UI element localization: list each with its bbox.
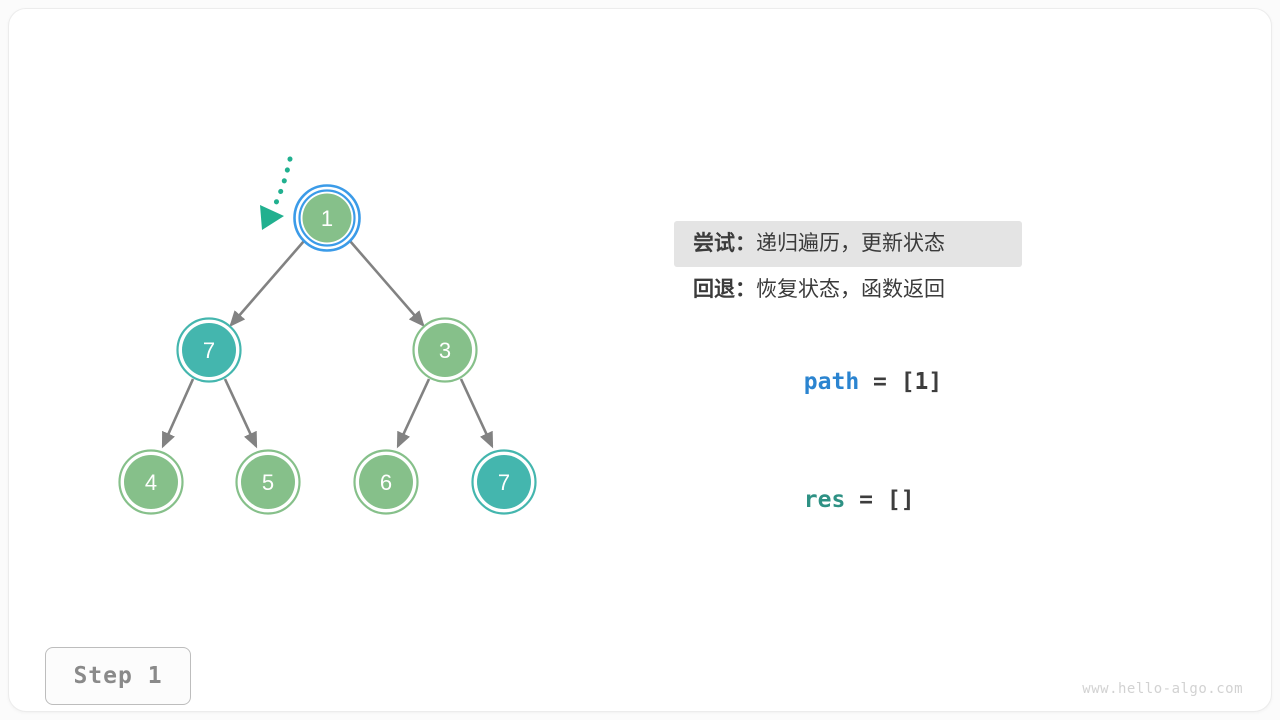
res-variable-name: res	[803, 487, 846, 513]
node-6-ring	[353, 449, 419, 515]
tree-node-7-left[interactable]: 7	[176, 317, 242, 383]
node-3-ring	[412, 317, 478, 383]
node-7-left-label: 7	[203, 338, 215, 363]
edge-3-6	[396, 378, 431, 449]
tree-node-4[interactable]: 4	[118, 449, 184, 515]
path-variable-line: path = [1]	[693, 313, 1213, 395]
node-6-fill	[359, 455, 413, 509]
edge-1-7	[229, 240, 305, 327]
node-1-outer-ring	[293, 184, 361, 252]
tree-node-5[interactable]: 5	[235, 449, 301, 515]
tree-node-1[interactable]: 1	[293, 184, 361, 252]
res-variable-line: res = []	[693, 431, 1213, 513]
tree-edges	[161, 240, 494, 449]
node-5-label: 5	[262, 470, 274, 495]
node-7-left-ring	[176, 317, 242, 383]
node-5-ring	[235, 449, 301, 515]
watermark-text: www.hello-algo.com	[1082, 681, 1243, 697]
node-7-left-fill	[182, 323, 236, 377]
edge-1-3	[349, 240, 425, 327]
path-variable-name: path	[803, 369, 860, 395]
node-7-right-ring	[471, 449, 537, 515]
pointer-dotted-path	[271, 156, 293, 210]
edge-3-7	[459, 378, 494, 449]
state-info-panel: 尝试：递归遍历，更新状态 回退：恢复状态，函数返回 path = [1] res…	[674, 221, 1213, 513]
try-text: 递归遍历，更新状态	[756, 232, 945, 255]
node-1-label: 1	[321, 206, 333, 231]
node-3-fill	[418, 323, 472, 377]
node-6-label: 6	[380, 470, 392, 495]
node-1-fill	[302, 193, 352, 243]
node-1-inner-ring	[298, 189, 356, 247]
path-variable-value: = [1]	[859, 369, 943, 395]
tree-node-6[interactable]: 6	[353, 449, 419, 515]
node-3-label: 3	[439, 338, 451, 363]
res-variable-value: = []	[845, 487, 915, 513]
tree-node-7-right[interactable]: 7	[471, 449, 537, 515]
backtrack-line: 回退：恢复状态，函数返回	[693, 267, 1213, 313]
edge-7-4	[161, 378, 195, 449]
edge-7-5	[223, 378, 258, 449]
node-5-fill	[241, 455, 295, 509]
node-7-right-fill	[477, 455, 531, 509]
backtrack-text: 恢复状态，函数返回	[756, 278, 945, 301]
node-4-fill	[124, 455, 178, 509]
node-4-ring	[118, 449, 184, 515]
backtrack-label: 回退：	[693, 278, 756, 301]
step-label: Step 1	[73, 663, 163, 689]
tree-node-3[interactable]: 3	[412, 317, 478, 383]
step-badge: Step 1	[45, 647, 191, 705]
node-4-label: 4	[145, 470, 157, 495]
try-line: 尝试：递归遍历，更新状态	[674, 221, 1022, 267]
node-7-right-label: 7	[498, 470, 510, 495]
content-card: 1 7 3 4	[8, 8, 1272, 712]
binary-tree-diagram: 1 7 3 4	[118, 156, 537, 515]
site-watermark: www.hello-algo.com	[1082, 681, 1243, 697]
recursion-pointer	[260, 156, 293, 230]
pointer-arrowhead-icon	[260, 205, 284, 230]
try-label: 尝试：	[693, 232, 756, 255]
